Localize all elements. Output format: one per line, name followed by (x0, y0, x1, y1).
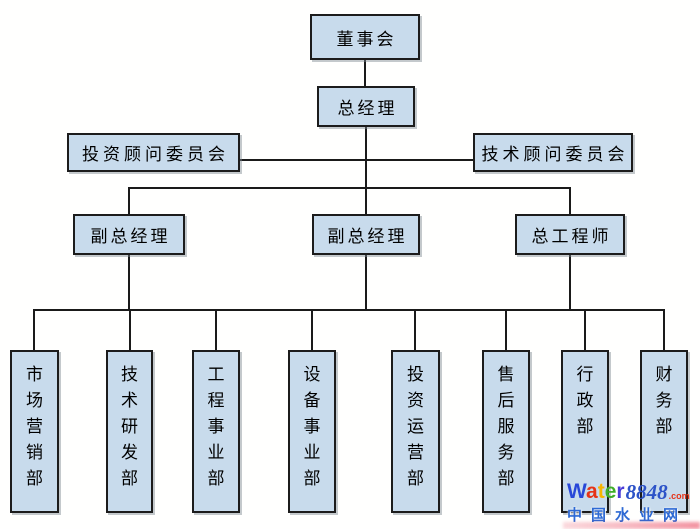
org-box-dept-marketing-label: 市场营销部 (26, 365, 43, 488)
connector-line (311, 310, 313, 350)
connector-line (33, 309, 665, 311)
connector-line (128, 255, 130, 310)
connector-line (584, 310, 586, 350)
org-box-dept-after-sales-label: 售后服务部 (497, 365, 515, 488)
org-box-dept-equipment-label: 设备事业部 (303, 365, 321, 488)
connector-line (365, 188, 367, 214)
org-box-dept-admin-label: 行政部 (576, 365, 594, 436)
connector-line (128, 188, 130, 214)
org-box-technical-advisory-committee-label: 技术顾问委员会 (481, 145, 629, 164)
connector-line (364, 60, 366, 86)
org-box-chief-engineer-label: 总工程师 (531, 227, 612, 246)
org-box-dept-marketing: 市场营销部 (10, 350, 59, 513)
org-box-dept-investment-ops: 投资运营部 (391, 350, 440, 513)
connector-line (128, 187, 571, 189)
watermark-logo: Water 8848 .com (567, 480, 700, 504)
org-box-board: 董事会 (310, 14, 420, 60)
org-box-dept-rd-label: 技术研发部 (121, 365, 138, 488)
watermark: Water 8848 .com 中国水业网 (567, 481, 700, 525)
connector-line (33, 310, 35, 350)
connector-line (365, 255, 367, 310)
wm-letter-0: W (567, 480, 587, 503)
wm-letter-3: e (604, 480, 617, 503)
org-box-dept-finance: 财务部 (640, 350, 688, 513)
connector-line (414, 310, 416, 350)
org-box-investment-advisory-committee-label: 投资顾问委员会 (82, 145, 229, 164)
connector-line (663, 310, 665, 350)
org-box-dept-investment-ops-label: 投资运营部 (407, 365, 424, 488)
org-box-dept-equipment: 设备事业部 (288, 350, 336, 513)
connector-line (129, 310, 131, 350)
connector-line (569, 188, 571, 214)
wm-letter-4: r (616, 480, 625, 503)
connector-line (365, 127, 367, 188)
org-box-technical-advisory-committee: 技术顾问委员会 (473, 133, 633, 172)
watermark-tld: .com (668, 491, 690, 501)
connector-line (505, 310, 507, 350)
connector-line (240, 159, 473, 161)
org-box-dept-engineering: 工程事业部 (192, 350, 240, 513)
wm-letter-1: a (586, 480, 598, 503)
watermark-red-glow (563, 522, 700, 529)
org-box-deputy-gm-2-label: 副总经理 (327, 227, 408, 246)
org-box-deputy-gm-1-label: 副总经理 (90, 227, 171, 246)
wm-letter-2: t (597, 480, 605, 503)
watermark-number: 8848 (625, 480, 668, 504)
org-box-board-label: 董事会 (336, 29, 397, 49)
org-box-dept-engineering-label: 工程事业部 (207, 365, 225, 488)
watermark-water-text: Water (567, 481, 625, 503)
org-box-dept-after-sales: 售后服务部 (482, 350, 530, 513)
watermark-site-name: 中国水业网 (567, 507, 688, 524)
org-box-general-manager: 总经理 (317, 86, 415, 127)
org-box-deputy-gm-1: 副总经理 (73, 214, 185, 255)
org-box-deputy-gm-2: 副总经理 (312, 214, 420, 255)
org-box-chief-engineer: 总工程师 (515, 214, 625, 255)
connector-line (215, 310, 217, 350)
org-box-dept-finance-label: 财务部 (655, 365, 673, 436)
connector-line (569, 255, 571, 310)
org-box-dept-rd: 技术研发部 (106, 350, 153, 513)
org-box-general-manager-label: 总经理 (337, 99, 398, 118)
org-box-investment-advisory-committee: 投资顾问委员会 (67, 133, 240, 172)
org-box-dept-admin: 行政部 (561, 350, 609, 513)
